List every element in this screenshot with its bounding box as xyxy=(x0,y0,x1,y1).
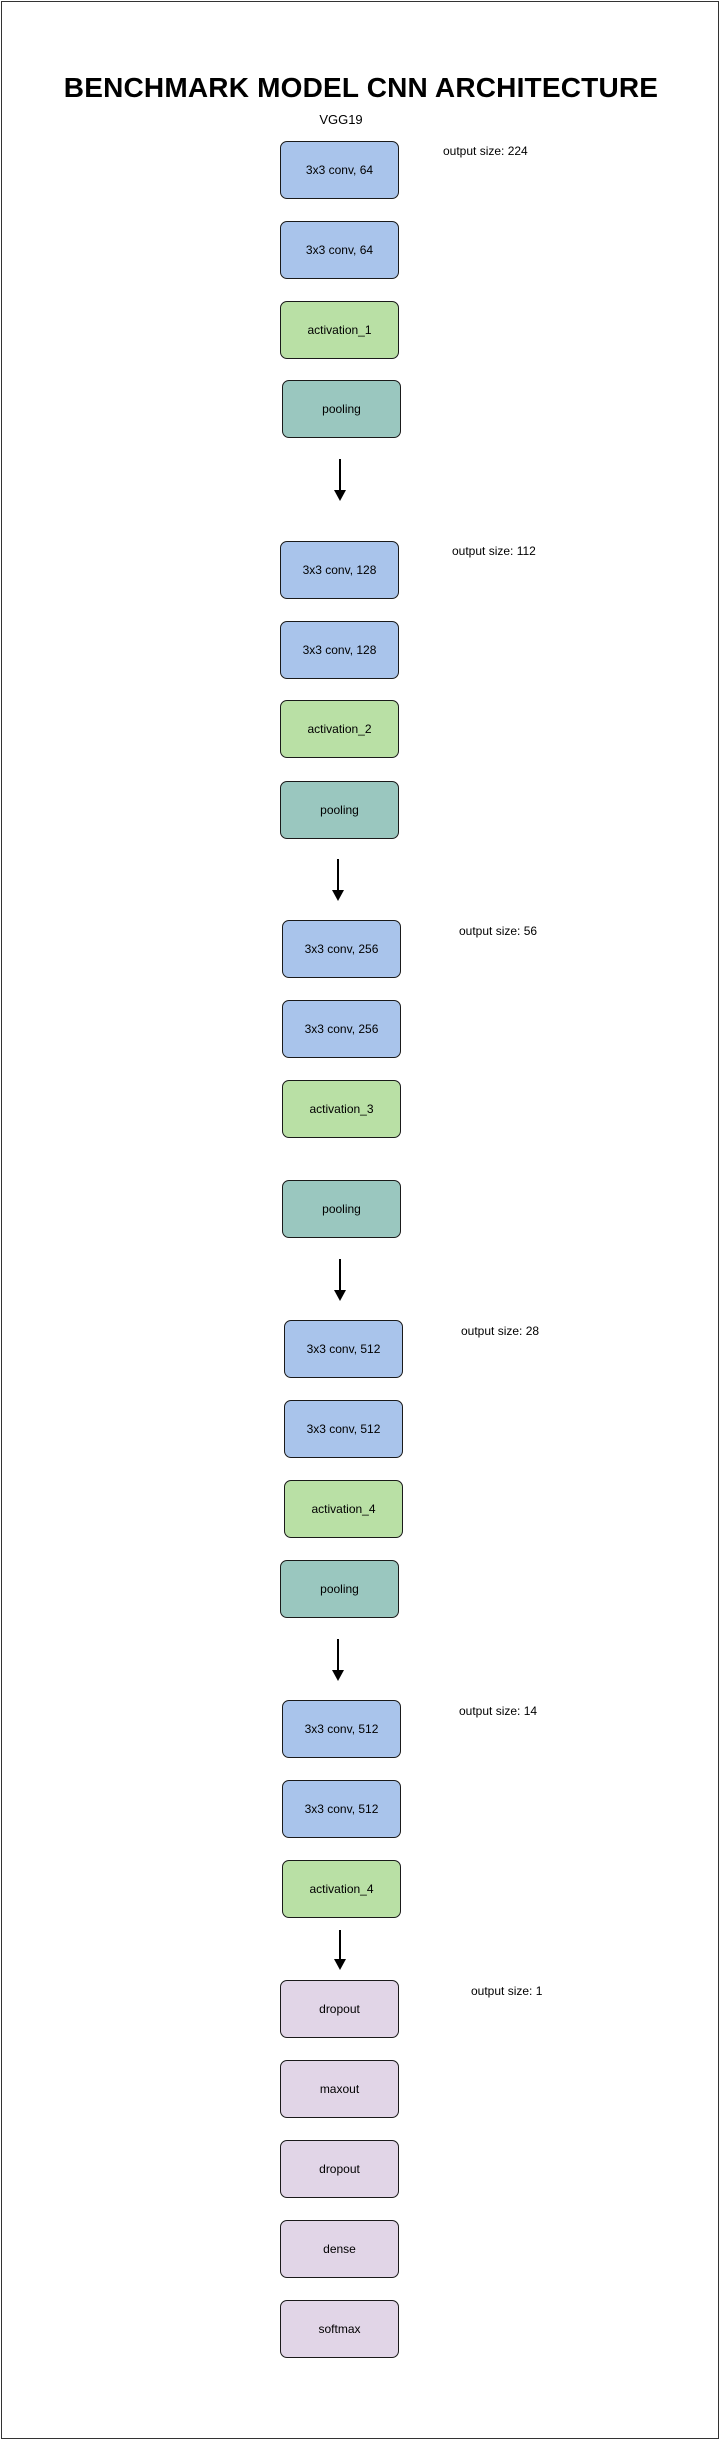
conv-node: 3x3 conv, 128 xyxy=(280,541,399,599)
conv-node: 3x3 conv, 512 xyxy=(284,1320,403,1378)
output-size-label: output size: 14 xyxy=(459,1704,538,1718)
activation-node: activation_4 xyxy=(284,1480,403,1538)
softmax-node: softmax xyxy=(280,2300,399,2358)
conv-node: 3x3 conv, 128 xyxy=(280,621,399,679)
conv-node: 3x3 conv, 256 xyxy=(282,1000,401,1058)
conv-node: 3x3 conv, 512 xyxy=(282,1780,401,1838)
activation-node: activation_4 xyxy=(282,1860,401,1918)
diagram-title: BENCHMARK MODEL CNN ARCHITECTURE xyxy=(63,72,659,103)
down-arrow-icon xyxy=(332,1639,344,1681)
pooling-node: pooling xyxy=(280,1560,399,1618)
down-arrow-icon xyxy=(334,459,346,501)
dropout-node: dropout xyxy=(280,1980,399,2038)
conv-node: 3x3 conv, 64 xyxy=(280,141,399,199)
output-size-label: output size: 56 xyxy=(459,924,538,938)
down-arrow-icon xyxy=(334,1930,346,1970)
output-size-label: output size: 112 xyxy=(452,544,536,558)
conv-node: 3x3 conv, 512 xyxy=(284,1400,403,1458)
pooling-node: pooling xyxy=(280,781,399,839)
output-size-label: output size: 28 xyxy=(461,1324,540,1338)
down-arrow-icon xyxy=(332,859,344,901)
dense-node: dense xyxy=(280,2220,399,2278)
activation-node: activation_3 xyxy=(282,1080,401,1138)
diagram-subtitle: VGG19 xyxy=(319,112,363,127)
conv-node: 3x3 conv, 512 xyxy=(282,1700,401,1758)
activation-node: activation_1 xyxy=(280,301,399,359)
output-size-label: output size: 1 xyxy=(471,1984,543,1998)
pooling-node: pooling xyxy=(282,380,401,438)
pooling-node: pooling xyxy=(282,1180,401,1238)
conv-node: 3x3 conv, 64 xyxy=(280,221,399,279)
output-size-label: output size: 224 xyxy=(443,144,528,158)
conv-node: 3x3 conv, 256 xyxy=(282,920,401,978)
down-arrow-icon xyxy=(334,1259,346,1301)
activation-node: activation_2 xyxy=(280,700,399,758)
maxout-node: maxout xyxy=(280,2060,399,2118)
dropout-node: dropout xyxy=(280,2140,399,2198)
